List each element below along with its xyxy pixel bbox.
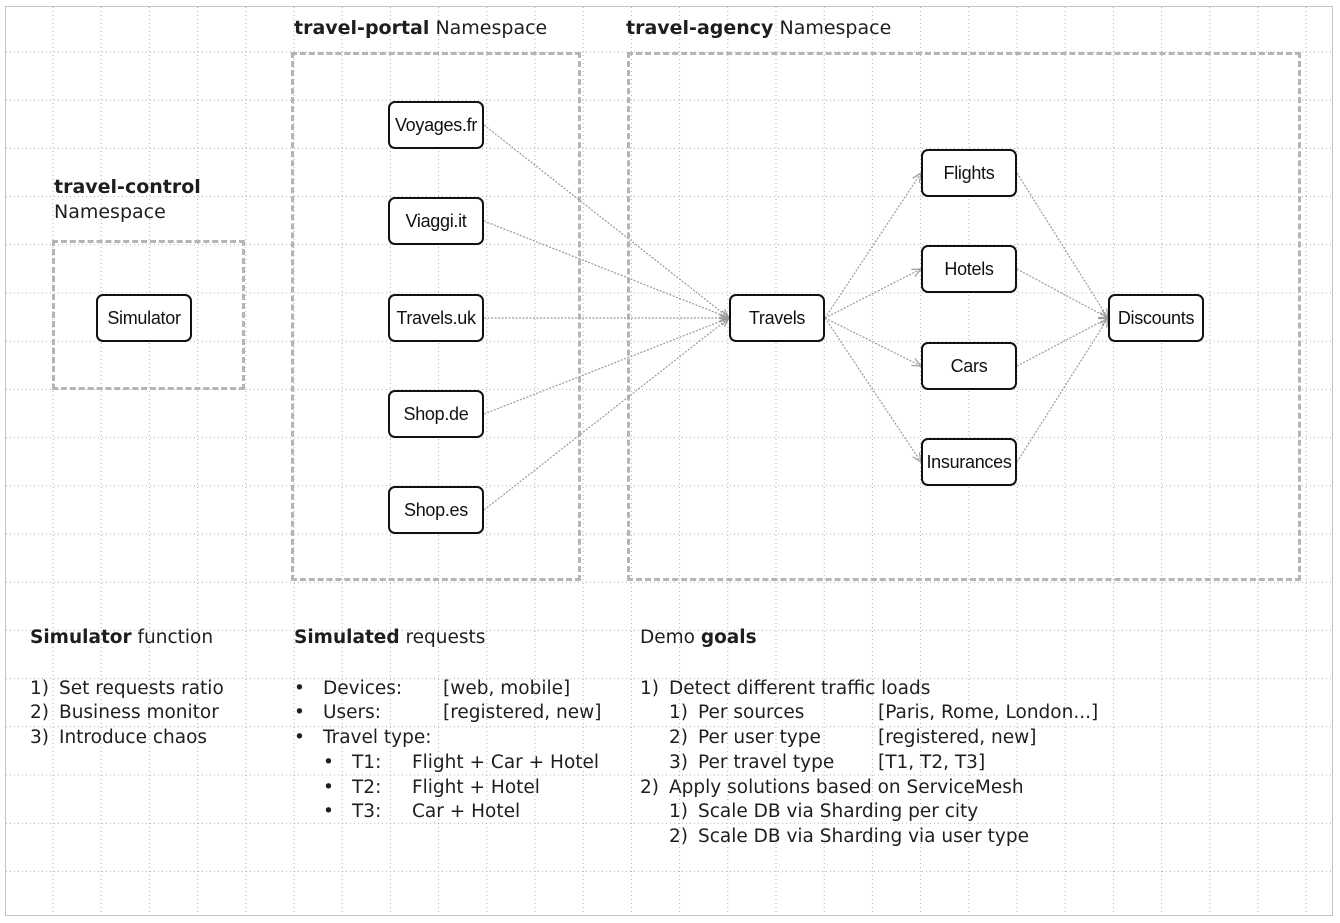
goal-sub-number: 1) — [669, 702, 688, 723]
travel-type-label: Travel type: — [323, 727, 432, 748]
viaggi-it-node[interactable]: Viaggi.it — [388, 197, 484, 245]
edge-flights-to-discounts — [1016, 172, 1108, 318]
travel-agency-namespace-label: travel-agency Namespace — [626, 16, 891, 41]
type-label: T3: — [352, 801, 382, 822]
shop-de-node[interactable]: Shop.de — [388, 390, 484, 438]
simulator-function-item-text: Business monitor — [59, 702, 219, 723]
title-rest: requests — [405, 627, 486, 648]
bullet: • — [294, 678, 305, 699]
title-rest: function — [137, 627, 214, 648]
type-value: Car + Hotel — [412, 801, 521, 822]
edge-viaggi-to-travels — [483, 220, 729, 318]
simulator-function-item: 3) — [30, 727, 49, 748]
type-value: Flight + Hotel — [412, 777, 540, 798]
type-label: T1: — [352, 752, 382, 773]
bullet: • — [294, 727, 305, 748]
type-value: Flight + Car + Hotel — [412, 752, 600, 773]
travel-control-namespace-label: travel-control Namespace — [54, 175, 201, 225]
insurances-node[interactable]: Insurances — [921, 438, 1017, 486]
users-value: [registered, new] — [443, 702, 602, 723]
shop-es-node[interactable]: Shop.es — [388, 486, 484, 534]
simulated-requests-title: Simulated requests — [294, 626, 485, 651]
goal-sub-number: 3) — [669, 752, 688, 773]
goal-sub-number: 2) — [669, 727, 688, 748]
namespace-name: travel-control — [54, 176, 201, 198]
namespace-name: travel-agency — [626, 17, 774, 39]
bullet: • — [323, 752, 334, 773]
goal-sub-text: Scale DB via Sharding per city — [698, 801, 979, 822]
demo-goals-title: Demo goals — [640, 626, 757, 651]
simulator-node[interactable]: Simulator — [96, 294, 192, 342]
goal-sub-label: Per sources — [698, 702, 805, 723]
edge-travels-to-insurances — [824, 317, 921, 462]
goal-text: Detect different traffic loads — [669, 678, 931, 699]
goal-sub-label: Per user type — [698, 727, 821, 748]
edge-travels-to-hotels — [824, 269, 921, 319]
namespace-suffix: Namespace — [54, 201, 166, 223]
travel-control-namespace-box — [52, 240, 245, 390]
goal-number: 1) — [640, 678, 659, 699]
namespace-suffix: Namespace — [779, 17, 892, 39]
goal-sub-value: [T1, T2, T3] — [878, 752, 986, 773]
users-label: Users: — [323, 702, 382, 723]
goal-sub-value: [Paris, Rome, London...] — [878, 702, 1099, 723]
simulator-function-title: Simulator function — [30, 626, 213, 651]
travel-portal-namespace-box — [291, 52, 581, 581]
hotels-node[interactable]: Hotels — [921, 245, 1017, 293]
travel-portal-namespace-label: travel-portal Namespace — [294, 16, 547, 41]
goal-sub-number: 1) — [669, 801, 688, 822]
simulator-function-item-text: Introduce chaos — [59, 727, 208, 748]
edge-shop_de-to-travels — [483, 318, 729, 415]
travels-uk-node[interactable]: Travels.uk — [388, 294, 484, 342]
goal-sub-number: 2) — [669, 826, 688, 847]
title-bold: goals — [700, 627, 757, 648]
travel-agency-namespace-box — [627, 52, 1301, 581]
edge-hotels-to-discounts — [1016, 268, 1108, 318]
goal-number: 2) — [640, 777, 659, 798]
devices-value: [web, mobile] — [443, 678, 571, 699]
goal-sub-text: Scale DB via Sharding via user type — [698, 826, 1029, 847]
namespace-name: travel-portal — [294, 17, 430, 39]
simulator-function-item: 2) — [30, 702, 49, 723]
type-label: T2: — [352, 777, 382, 798]
simulator-function-item: 1) — [30, 678, 49, 699]
title-bold: Simulator — [30, 627, 132, 648]
edge-cars-to-discounts — [1016, 318, 1108, 367]
goal-text: Apply solutions based on ServiceMesh — [669, 777, 1024, 798]
discounts-node[interactable]: Discounts — [1108, 294, 1204, 342]
edge-travels-to-cars — [824, 317, 921, 366]
cars-node[interactable]: Cars — [921, 342, 1017, 390]
goal-sub-value: [registered, new] — [878, 727, 1037, 748]
title-bold: Simulated — [294, 627, 400, 648]
bullet: • — [294, 702, 305, 723]
voyages-fr-node[interactable]: Voyages.fr — [388, 101, 484, 149]
edge-voyages-to-travels — [483, 124, 729, 318]
bullet: • — [323, 777, 334, 798]
edge-shop_es-to-travels — [483, 318, 729, 511]
goal-sub-label: Per travel type — [698, 752, 835, 773]
bullet: • — [323, 801, 334, 822]
travels-node[interactable]: Travels — [729, 294, 825, 342]
title-prefix: Demo — [640, 627, 695, 648]
flights-node[interactable]: Flights — [921, 149, 1017, 197]
simulator-function-item-text: Set requests ratio — [59, 678, 224, 699]
namespace-suffix: Namespace — [435, 17, 548, 39]
edge-travels-to-flights — [824, 173, 921, 319]
diagram-frame — [5, 6, 1333, 916]
devices-label: Devices: — [323, 678, 403, 699]
edge-insurances-to-discounts — [1016, 318, 1108, 463]
